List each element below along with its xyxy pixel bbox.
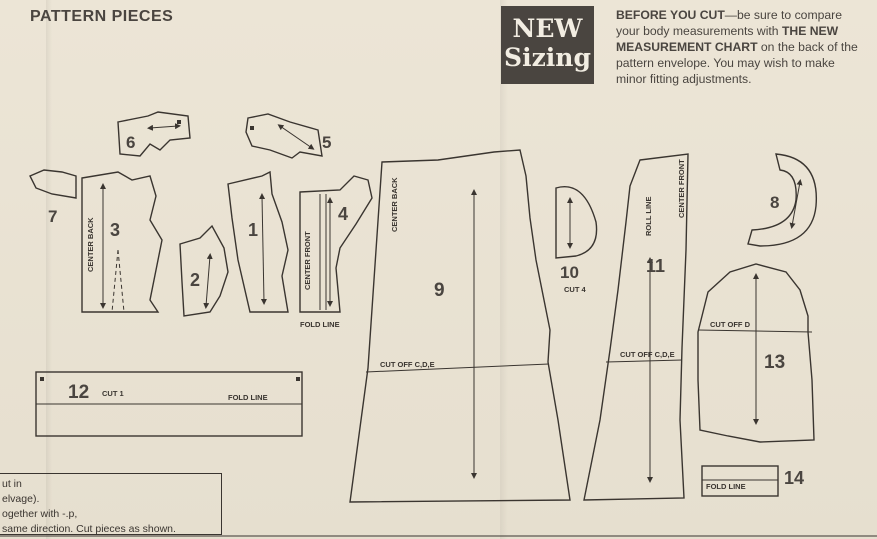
- piece-5: 5: [245, 113, 331, 159]
- piece-4: CENTER FRONT FOLD LINE 4: [299, 175, 373, 329]
- instructions-text-1: —be sure to compare your body measuremen…: [616, 8, 842, 38]
- new-sizing-badge: NEW Sizing: [501, 6, 594, 84]
- cutting-note-box: ut in elvage). ogether with -.p, same di…: [0, 473, 222, 535]
- cutting-note-line-4: same direction. Cut pieces as shown.: [2, 523, 176, 535]
- label-cut-off-11: CUT OFF C,D,E: [620, 350, 675, 359]
- badge-line-1: NEW: [512, 14, 583, 43]
- label-cut-1: CUT 1: [102, 389, 124, 398]
- piece-number-10: 10: [560, 263, 579, 282]
- piece-number-14: 14: [784, 468, 804, 488]
- piece-13: CUT OFF D 13: [697, 263, 815, 443]
- piece-number-5: 5: [322, 133, 331, 152]
- piece-number-2: 2: [190, 270, 200, 290]
- before-you-cut-instructions: BEFORE YOU CUT—be sure to compare your b…: [616, 7, 866, 87]
- label-cut-off-9: CUT OFF C,D,E: [380, 360, 435, 369]
- cutting-note-line-3: ogether with -.p,: [2, 508, 78, 520]
- page-title: PATTERN PIECES: [30, 8, 174, 25]
- label-roll-line: ROLL LINE: [644, 197, 653, 236]
- piece-number-7: 7: [48, 207, 57, 226]
- instructions-lead: BEFORE YOU CUT: [616, 8, 725, 22]
- piece-number-4: 4: [338, 204, 348, 224]
- piece-number-9: 9: [434, 280, 445, 301]
- instructions-emphasis: THE NEW MEASUREMENT CHART: [616, 24, 839, 54]
- piece-12: 12 CUT 1 FOLD LINE: [35, 371, 303, 437]
- label-center-back-9: CENTER BACK: [390, 177, 399, 232]
- label-fold-line-4: FOLD LINE: [300, 320, 340, 329]
- label-center-front-11: CENTER FRONT: [677, 159, 686, 218]
- piece-number-6: 6: [126, 133, 135, 152]
- cutting-note-line-1: ut in: [2, 478, 22, 490]
- piece-7: 7: [29, 169, 77, 226]
- piece-6: 6: [117, 111, 191, 157]
- label-fold-line-14: FOLD LINE: [706, 482, 746, 491]
- piece-11: ROLL LINE CENTER FRONT CUT OFF C,D,E 11: [583, 153, 689, 501]
- label-center-back-3: CENTER BACK: [86, 217, 95, 272]
- piece-number-11: 11: [646, 256, 665, 276]
- piece-9: CENTER BACK CUT OFF C,D,E 9: [349, 149, 571, 503]
- piece-10: 10 CUT 4: [555, 186, 598, 294]
- badge-line-2: Sizing: [504, 43, 591, 72]
- label-cut-off-13: CUT OFF D: [710, 320, 751, 329]
- label-cut-4: CUT 4: [564, 285, 586, 294]
- piece-8: 8: [747, 153, 818, 247]
- piece-number-8: 8: [770, 193, 779, 212]
- piece-14: FOLD LINE 14: [701, 465, 804, 497]
- cutting-note-line-2: elvage).: [2, 493, 40, 505]
- instructions-text-2: on the back of the pattern envelope. You…: [616, 40, 858, 86]
- piece-number-3: 3: [110, 220, 120, 240]
- piece-number-13: 13: [764, 352, 785, 373]
- piece-1: 1: [227, 170, 289, 313]
- piece-2: 2: [179, 224, 229, 317]
- piece-3: CENTER BACK 3: [81, 171, 163, 313]
- label-center-front-4: CENTER FRONT: [303, 231, 312, 290]
- label-fold-line-12: FOLD LINE: [228, 393, 268, 402]
- piece-number-1: 1: [248, 220, 258, 240]
- piece-number-12: 12: [68, 382, 89, 403]
